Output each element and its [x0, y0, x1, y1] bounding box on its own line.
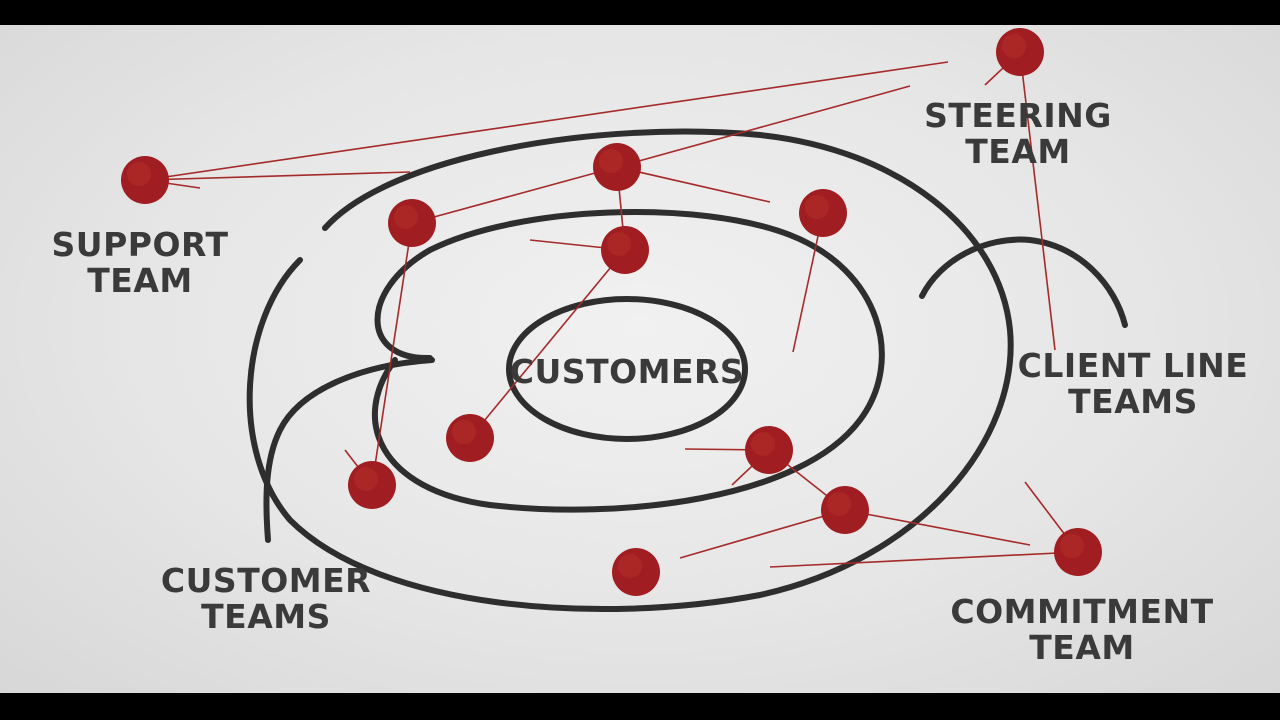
label-steering-line2: TEAM: [965, 132, 1070, 171]
inner-ring: [506, 296, 748, 442]
label-support-line2: TEAM: [87, 261, 192, 300]
node-outer-lower-right: [821, 486, 869, 534]
customer-teams-arc: [263, 357, 435, 543]
label-client-line2: TEAMS: [1068, 382, 1198, 421]
node-outer-left: [388, 199, 436, 247]
node-outer-bottom: [612, 548, 660, 596]
center-label: CUSTOMERS: [510, 352, 744, 391]
diagram-svg: CUSTOMERS STEERING TEAM SUPPORT TEAM CLI…: [52, 28, 1249, 667]
node-steering-team: [996, 28, 1044, 76]
node-middle-top: [601, 226, 649, 274]
label-customer-teams-line2: TEAMS: [201, 597, 331, 636]
node-outer-right: [799, 189, 847, 237]
middle-ring: [371, 209, 885, 513]
node-outer-top: [593, 143, 641, 191]
node-commitment-team: [1054, 528, 1102, 576]
node-middle-right: [745, 426, 793, 474]
node-middle-left: [446, 414, 494, 462]
node-support-team: [121, 156, 169, 204]
label-commitment-line2: TEAM: [1029, 628, 1134, 667]
label-support-line1: SUPPORT: [52, 225, 229, 264]
diagram-canvas: CUSTOMERS STEERING TEAM SUPPORT TEAM CLI…: [0, 25, 1280, 693]
label-customer-teams-line1: CUSTOMER: [161, 561, 371, 600]
outer-ring: [246, 128, 1014, 613]
label-commitment-line1: COMMITMENT: [950, 592, 1213, 631]
label-client-line1: CLIENT LINE: [1018, 346, 1249, 385]
label-steering-line1: STEERING: [924, 96, 1112, 135]
client-line-arc: [919, 236, 1128, 328]
node-customer-teams: [348, 461, 396, 509]
